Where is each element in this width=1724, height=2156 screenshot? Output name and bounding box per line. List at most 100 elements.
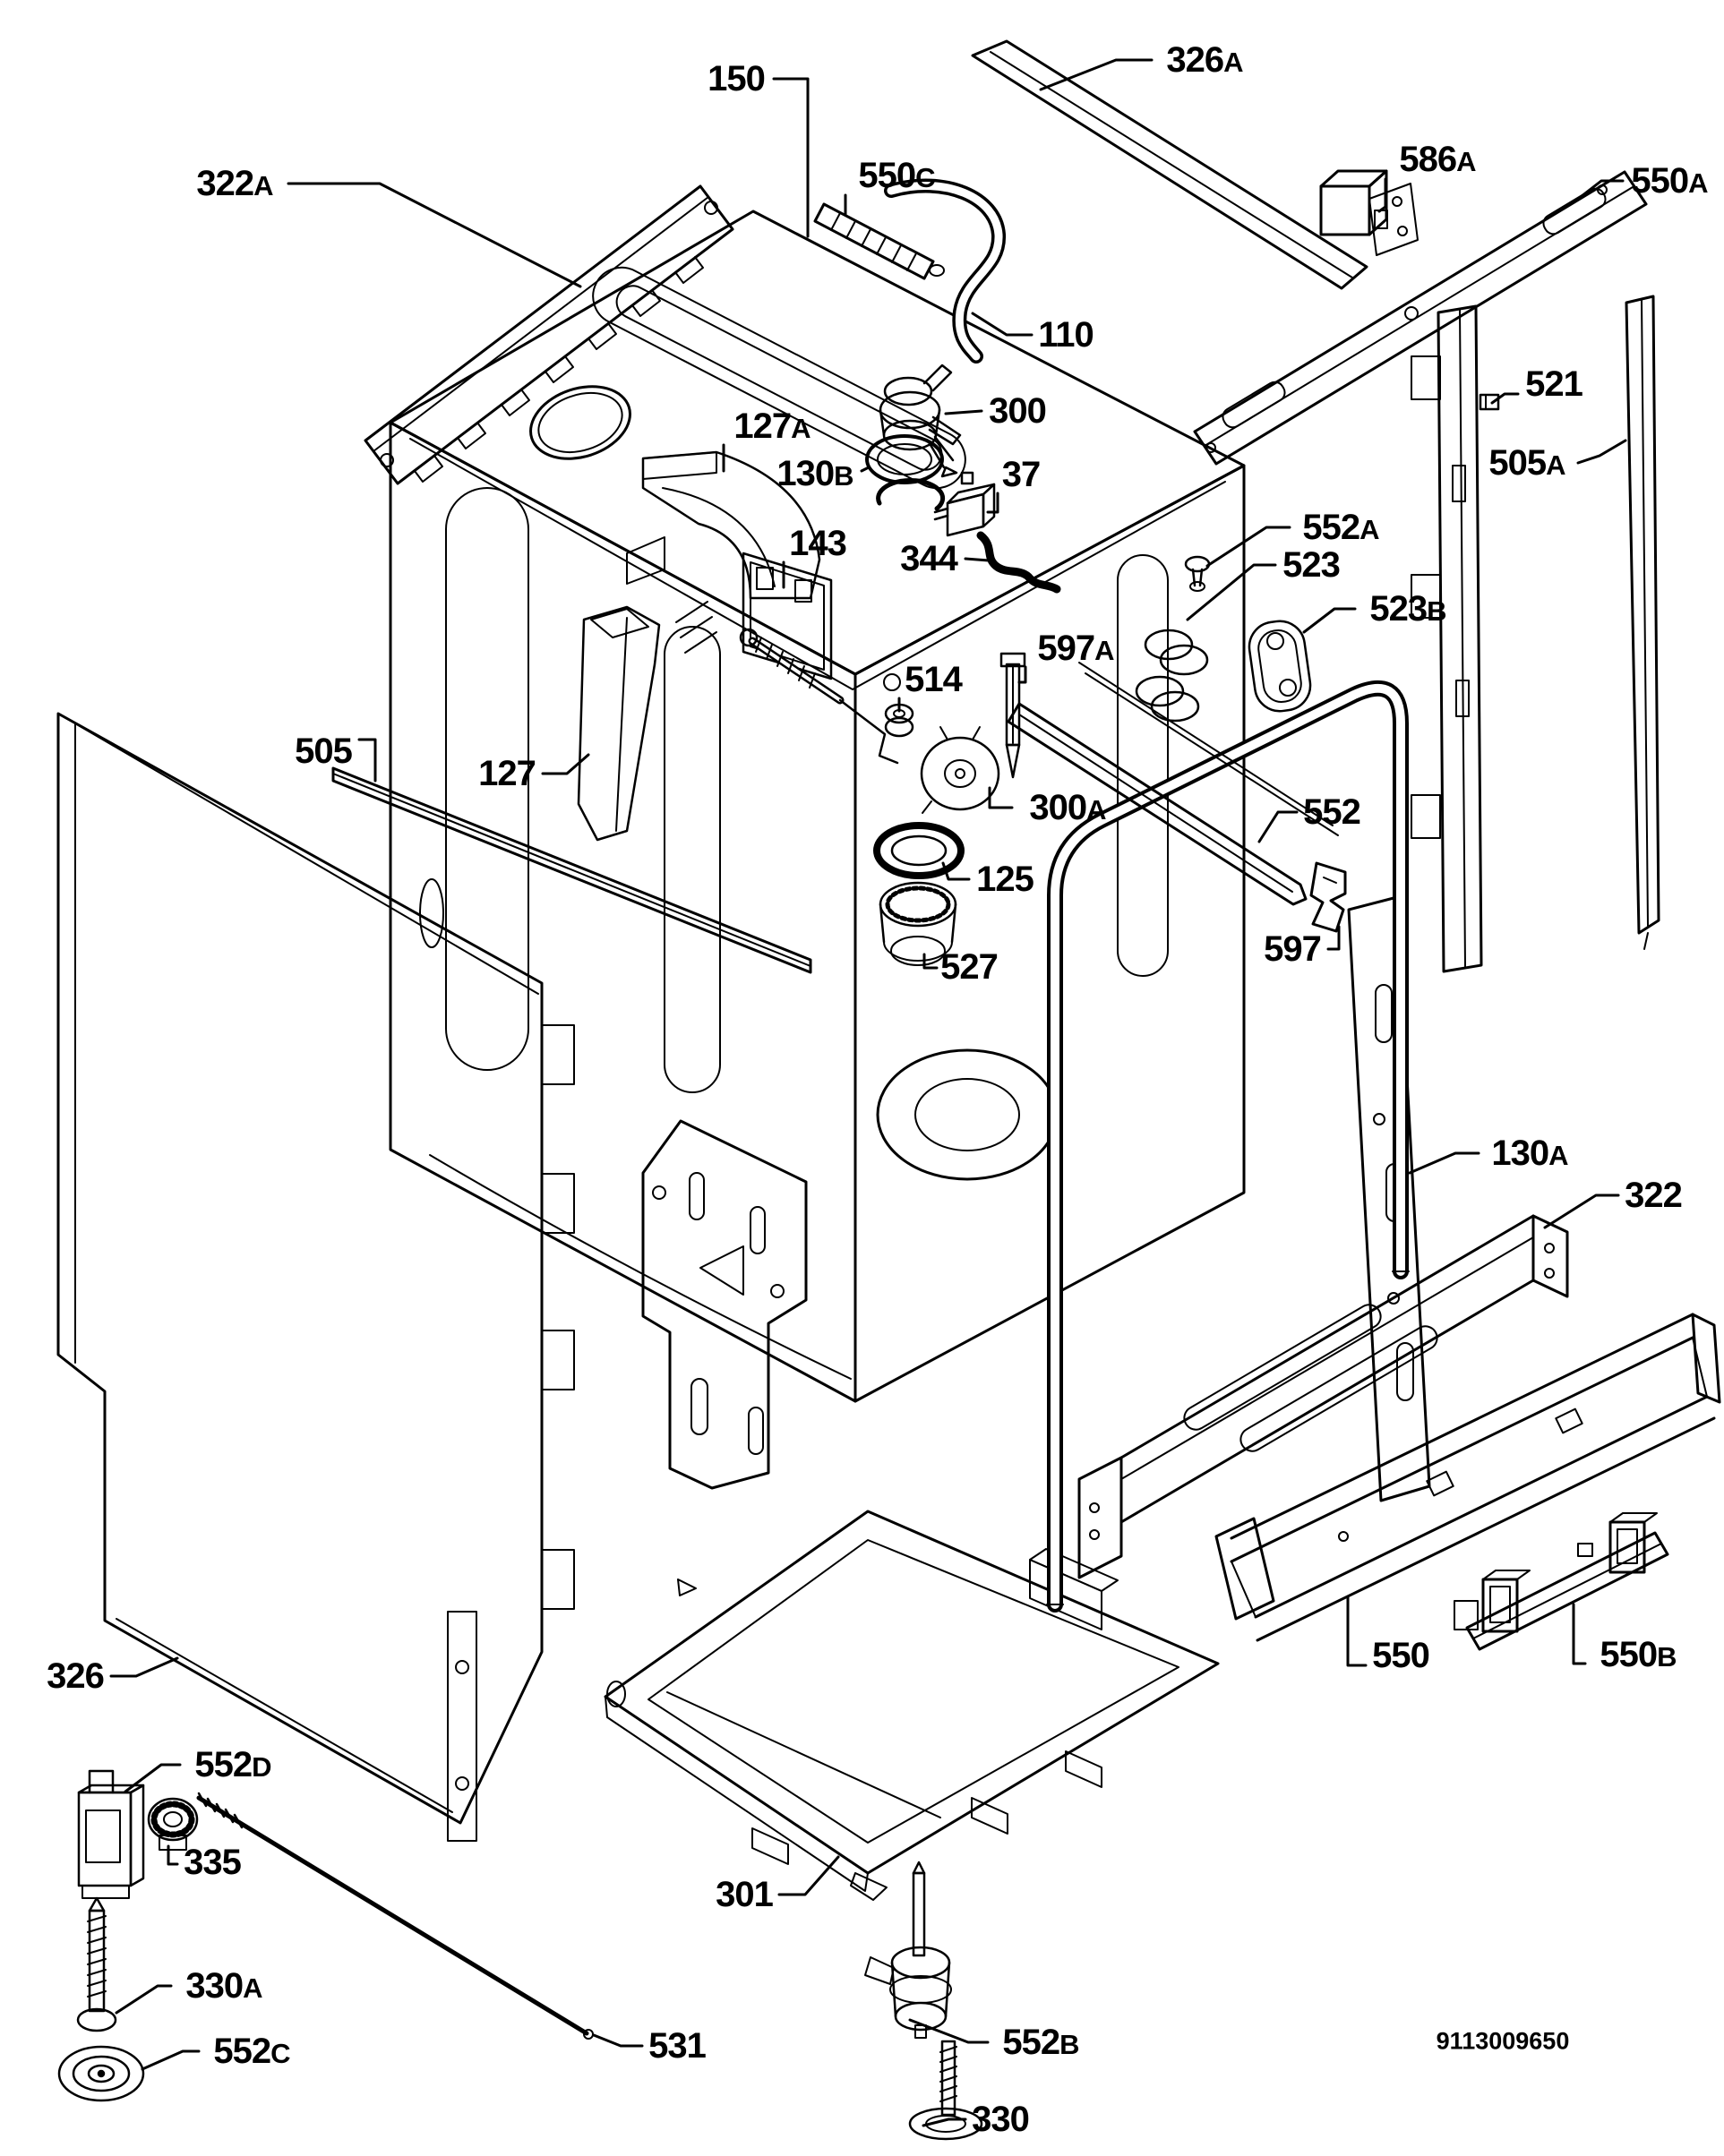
part-label-330: 330 bbox=[972, 2101, 1030, 2137]
part-number: 127 bbox=[733, 406, 792, 446]
part-label-514: 514 bbox=[905, 660, 963, 699]
part-label-552D: 552D bbox=[194, 1747, 271, 1783]
part-number: 514 bbox=[905, 660, 963, 699]
leader-523B bbox=[1302, 607, 1357, 634]
part-label-505: 505 bbox=[295, 732, 353, 771]
switch-37 bbox=[933, 471, 996, 537]
part-suffix: A bbox=[1086, 794, 1106, 826]
leader-531 bbox=[592, 2033, 644, 2048]
hose-110 bbox=[884, 178, 1006, 364]
part-label-300A: 300A bbox=[1029, 790, 1106, 826]
part-label-300: 300 bbox=[989, 391, 1047, 431]
part-label-143: 143 bbox=[789, 526, 847, 561]
brace-550A bbox=[1193, 170, 1648, 466]
part-number: 505 bbox=[295, 732, 353, 771]
leader-597 bbox=[1326, 925, 1341, 951]
part-suffix: C bbox=[915, 162, 935, 193]
part-label-523B: 523B bbox=[1369, 589, 1446, 629]
part-suffix: A bbox=[1359, 514, 1379, 545]
leader-125 bbox=[941, 861, 971, 881]
part-number: 552 bbox=[1303, 792, 1361, 832]
leader-550 bbox=[1346, 1596, 1368, 1667]
leader-505 bbox=[357, 738, 377, 783]
rail-552 bbox=[1007, 662, 1339, 906]
part-number: 550 bbox=[1600, 1635, 1658, 1674]
part-label-326: 326 bbox=[47, 1656, 105, 1696]
plate-523B bbox=[1248, 620, 1312, 713]
leader-523 bbox=[1186, 563, 1277, 621]
part-number: 300 bbox=[989, 391, 1047, 431]
document-number: 9113009650 bbox=[1436, 2027, 1570, 2055]
leader-110 bbox=[971, 312, 1034, 337]
gear-335 bbox=[147, 1797, 199, 1851]
part-label-586A: 586A bbox=[1399, 141, 1476, 177]
hinge-plate bbox=[641, 1119, 808, 1490]
impeller-300A bbox=[920, 726, 1000, 814]
part-number: 130 bbox=[776, 454, 835, 493]
part-number: 326 bbox=[1166, 40, 1224, 80]
part-suffix: B bbox=[1427, 595, 1446, 627]
rod-531 bbox=[196, 1792, 594, 2040]
leader-300A bbox=[988, 786, 1014, 809]
leader-330A bbox=[115, 1984, 173, 2015]
part-label-322: 322 bbox=[1625, 1176, 1683, 1215]
part-number: 130 bbox=[1491, 1134, 1549, 1173]
tube-130A bbox=[1046, 680, 1410, 1613]
part-label-523: 523 bbox=[1282, 547, 1341, 583]
part-number: 552 bbox=[1002, 2023, 1060, 2062]
part-number: 550 bbox=[858, 156, 916, 195]
part-label-552: 552 bbox=[1303, 792, 1361, 832]
leader-330 bbox=[922, 2118, 967, 2127]
part-number: 110 bbox=[1038, 315, 1094, 355]
rail-322 bbox=[1077, 1214, 1569, 1579]
tub-body bbox=[389, 210, 1246, 1403]
part-suffix: B bbox=[1657, 1641, 1677, 1673]
leader-335 bbox=[167, 1844, 179, 1866]
leader-505A bbox=[1576, 439, 1627, 465]
panel-326A bbox=[971, 39, 1368, 290]
latch-552D bbox=[77, 1769, 145, 1899]
part-label-550A: 550A bbox=[1631, 161, 1708, 201]
part-number: 550 bbox=[1631, 161, 1689, 201]
part-number: 127 bbox=[478, 754, 536, 793]
part-suffix: A bbox=[1223, 47, 1243, 78]
part-number: 301 bbox=[716, 1875, 774, 1914]
part-suffix: C bbox=[270, 2038, 290, 2069]
leader-326 bbox=[109, 1656, 179, 1678]
leader-150 bbox=[772, 77, 810, 238]
part-number: 322 bbox=[1625, 1176, 1683, 1215]
part-label-127A: 127A bbox=[733, 406, 811, 446]
part-label-330A: 330A bbox=[185, 1968, 262, 2004]
leader-552 bbox=[1257, 810, 1299, 843]
part-label-37: 37 bbox=[1002, 457, 1041, 492]
bracket-143 bbox=[739, 552, 901, 765]
part-label-552C: 552C bbox=[213, 2033, 290, 2069]
collar-527 bbox=[879, 881, 957, 966]
leader-37 bbox=[986, 492, 999, 514]
part-number: 326 bbox=[47, 1656, 105, 1696]
wire-344 bbox=[976, 531, 1061, 594]
leader-552B bbox=[908, 2018, 990, 2044]
leader-lines bbox=[109, 58, 1627, 2127]
part-label-552A: 552A bbox=[1302, 508, 1379, 547]
leader-521 bbox=[1490, 392, 1520, 405]
part-number: 150 bbox=[708, 59, 766, 98]
part-suffix: A bbox=[1548, 1140, 1568, 1171]
leader-127 bbox=[541, 753, 590, 775]
part-label-110: 110 bbox=[1038, 317, 1094, 353]
part-label-550B: 550B bbox=[1600, 1635, 1677, 1674]
part-suffix: A bbox=[1456, 146, 1476, 177]
part-number: 523 bbox=[1369, 589, 1428, 629]
part-number: 344 bbox=[900, 539, 958, 578]
part-number: 552 bbox=[1302, 508, 1360, 547]
part-suffix: A bbox=[253, 170, 273, 201]
ports-523 bbox=[1135, 629, 1209, 723]
strip-505 bbox=[331, 766, 812, 974]
part-number: 322 bbox=[196, 164, 254, 203]
part-label-125: 125 bbox=[976, 861, 1034, 897]
part-label-150: 150 bbox=[708, 59, 766, 98]
part-suffix: A bbox=[1688, 167, 1708, 199]
part-label-597A: 597A bbox=[1037, 630, 1114, 666]
